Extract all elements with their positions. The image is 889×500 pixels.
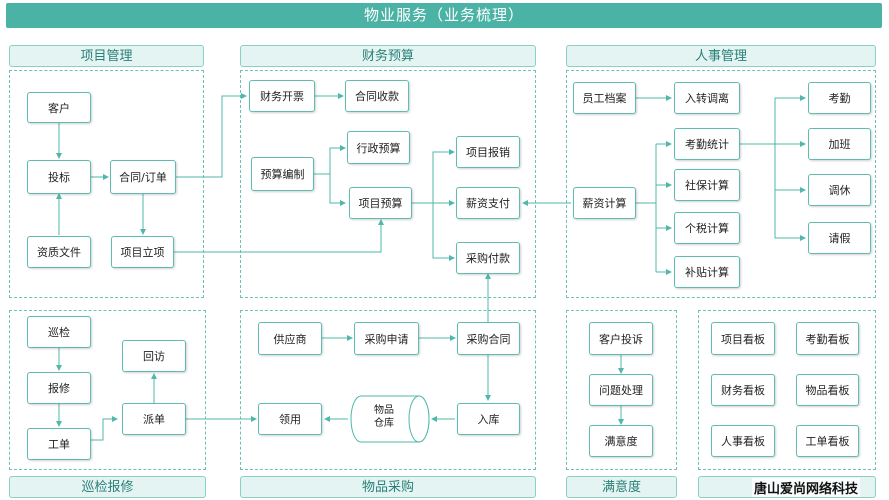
- section-header-satisfaction: 满意度: [566, 476, 677, 498]
- section-header-finance-budget: 财务预算: [240, 45, 536, 67]
- node-contract-order[interactable]: 合同/订单: [110, 160, 176, 194]
- node-contract-collection[interactable]: 合同收款: [345, 80, 409, 112]
- section-header-goods-purchase: 物品采购: [240, 476, 536, 498]
- section-header-hr-mgmt: 人事管理: [566, 45, 876, 67]
- node-board-hr[interactable]: 人事看板: [711, 425, 775, 457]
- node-patrol[interactable]: 巡检: [27, 316, 91, 348]
- node-income-tax[interactable]: 个税计算: [674, 212, 740, 244]
- node-purchase-contract[interactable]: 采购合同: [457, 322, 520, 355]
- node-attendance[interactable]: 考勤: [808, 82, 871, 114]
- node-bidding[interactable]: 投标: [27, 160, 91, 194]
- node-warehousing[interactable]: 入库: [457, 403, 520, 435]
- node-employee-files[interactable]: 员工档案: [573, 82, 636, 114]
- node-purchase-payment[interactable]: 采购付款: [456, 242, 520, 274]
- node-social-insurance[interactable]: 社保计算: [674, 169, 740, 201]
- node-project-reimburse[interactable]: 项目报销: [456, 136, 520, 168]
- node-report-repair[interactable]: 报修: [27, 372, 91, 404]
- node-qualification-docs[interactable]: 资质文件: [27, 236, 91, 268]
- node-dispatch[interactable]: 派单: [122, 403, 186, 435]
- node-supplier[interactable]: 供应商: [258, 322, 322, 355]
- panel-hr-mgmt: [566, 70, 876, 298]
- node-attendance-stats[interactable]: 考勤统计: [674, 128, 740, 160]
- node-salary-calc[interactable]: 薪资计算: [573, 187, 636, 219]
- node-invoicing[interactable]: 财务开票: [249, 80, 315, 112]
- section-header-inspection-repair: 巡检报修: [9, 476, 206, 498]
- warehouse-label-line2: 仓库: [374, 418, 394, 429]
- page-title: 物业服务（业务梳理）: [6, 3, 882, 28]
- node-day-off[interactable]: 调休: [808, 174, 871, 206]
- section-header-project-mgmt: 项目管理: [9, 45, 204, 67]
- panel-satisfaction: [566, 310, 677, 470]
- node-board-attendance[interactable]: 考勤看板: [796, 322, 859, 355]
- node-board-project[interactable]: 项目看板: [711, 322, 775, 355]
- warehouse-label: 物品 仓库: [355, 404, 413, 430]
- panel-dashboards: [698, 310, 876, 470]
- node-work-order[interactable]: 工单: [27, 428, 91, 460]
- panel-finance-budget: [240, 70, 536, 298]
- watermark-text: 唐山爱尚网络科技: [752, 478, 861, 497]
- node-customer[interactable]: 客户: [27, 92, 91, 123]
- node-customer-complaint[interactable]: 客户投诉: [589, 322, 653, 355]
- node-requisition[interactable]: 领用: [258, 403, 322, 435]
- node-subsidy[interactable]: 补贴计算: [674, 256, 740, 288]
- panel-inspection-repair: [9, 310, 206, 470]
- warehouse-cylinder-icon: [350, 395, 430, 443]
- panel-goods-purchase: [240, 310, 536, 470]
- node-board-goods[interactable]: 物品看板: [796, 374, 859, 406]
- node-salary-payment[interactable]: 薪资支付: [456, 187, 520, 219]
- node-return-visit[interactable]: 回访: [122, 340, 186, 372]
- warehouse-label-line1: 物品: [374, 405, 394, 416]
- node-leave[interactable]: 请假: [808, 222, 871, 254]
- node-purchase-request[interactable]: 采购申请: [354, 322, 419, 355]
- node-transfer-leave[interactable]: 入转调离: [674, 82, 740, 114]
- node-board-finance[interactable]: 财务看板: [711, 374, 775, 406]
- node-overtime[interactable]: 加班: [808, 128, 871, 160]
- node-budget-prep[interactable]: 预算编制: [251, 157, 314, 191]
- node-admin-budget[interactable]: 行政预算: [347, 131, 410, 164]
- node-satisfaction[interactable]: 满意度: [589, 425, 653, 457]
- panel-project-mgmt: [9, 70, 204, 298]
- node-project-setup[interactable]: 项目立项: [111, 236, 174, 268]
- node-project-budget[interactable]: 项目预算: [349, 187, 412, 219]
- node-issue-handling[interactable]: 问题处理: [589, 374, 653, 406]
- node-board-workorder[interactable]: 工单看板: [796, 425, 859, 457]
